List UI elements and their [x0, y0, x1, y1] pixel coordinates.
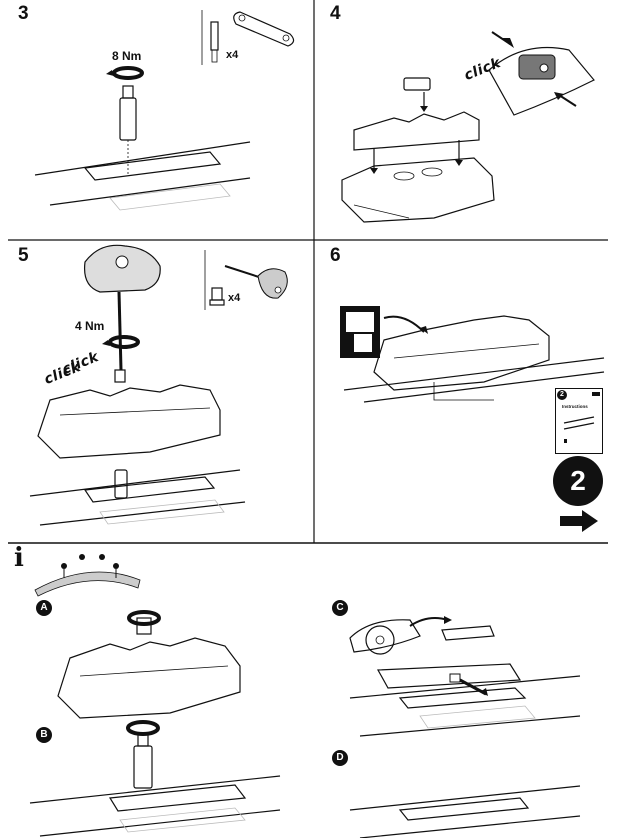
nut-part	[209, 287, 225, 306]
foot-assembly	[37, 369, 221, 459]
plate-part	[233, 11, 295, 47]
booklet-tab	[592, 392, 600, 396]
next-step-badge: 2	[553, 456, 603, 506]
roof-profile-illustration	[34, 554, 141, 597]
booklet-illustration	[563, 416, 595, 443]
foot-on-rail	[373, 315, 550, 401]
step-3-drawing	[34, 10, 295, 211]
step-number: 4	[330, 3, 341, 24]
booklet-title: Instructions	[562, 404, 588, 409]
bolt-part	[210, 21, 219, 63]
label-b: B	[36, 727, 52, 743]
quantity-label: x4	[228, 292, 241, 304]
step-number: 6	[330, 245, 341, 266]
torque-key	[83, 244, 161, 371]
instruction-booklet: 2 Instructions	[555, 388, 603, 454]
label-d: D	[332, 750, 348, 766]
torque-label: 4 Nm	[75, 319, 105, 333]
fitting-label-inset	[340, 306, 380, 358]
info-right-drawing	[349, 616, 581, 838]
clip-part	[403, 77, 431, 112]
step-number: 5	[18, 245, 29, 266]
steering-wheel-icon	[349, 619, 421, 655]
quantity-label: x4	[226, 49, 239, 61]
inset-detail	[488, 31, 595, 116]
info-icon: i	[14, 543, 24, 573]
foot-base	[341, 157, 495, 223]
info-left-drawing	[29, 610, 281, 837]
foot-assembly	[57, 637, 241, 719]
label-a: A	[36, 600, 52, 616]
booklet-step-badge: 2	[557, 390, 567, 400]
step-number: 3	[18, 3, 29, 24]
right-arrow-icon	[560, 510, 598, 532]
rotation-arrow-icon	[102, 335, 140, 349]
step-4-drawing	[341, 31, 595, 223]
torque-label: 8 Nm	[112, 49, 142, 63]
key-part	[224, 265, 288, 299]
rotation-arrow-icon	[106, 66, 144, 80]
step-6-drawing	[340, 306, 605, 403]
label-c: C	[332, 600, 348, 616]
spacer-bolt	[119, 85, 137, 175]
step-5-drawing	[29, 244, 288, 526]
